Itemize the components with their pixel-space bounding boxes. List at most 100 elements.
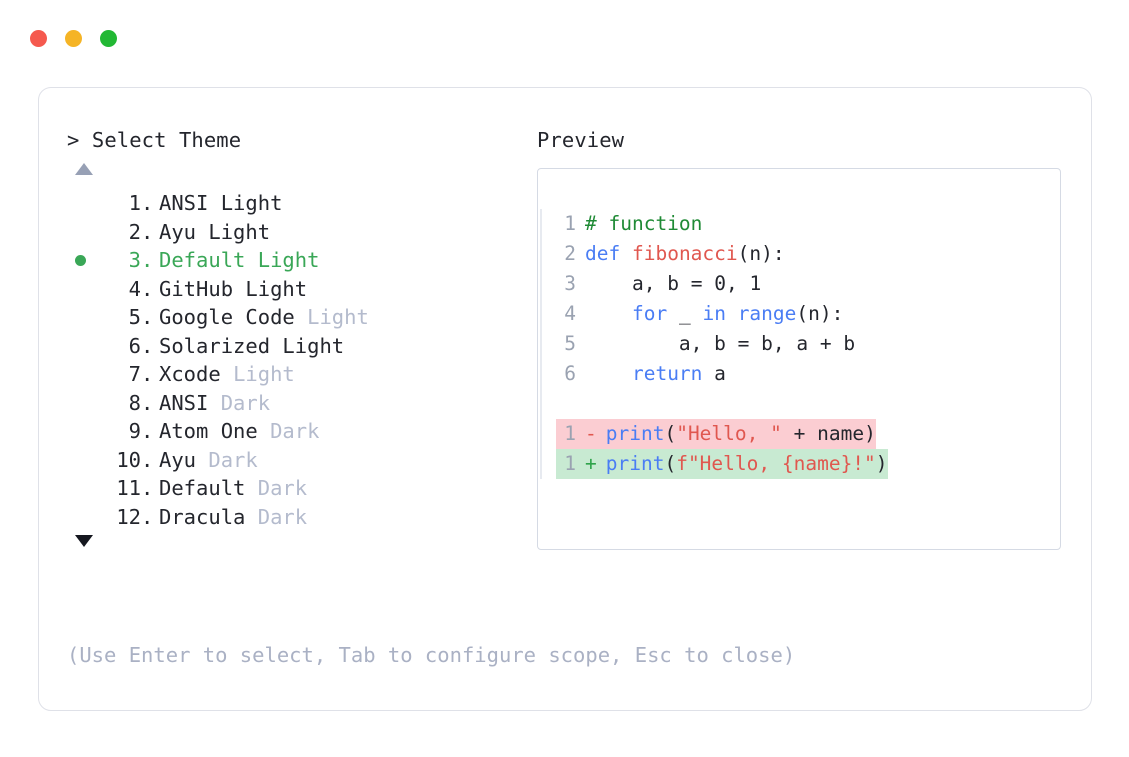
theme-list-item[interactable]: 9. Atom One Dark [67,417,537,446]
code-text [655,272,667,295]
scroll-up-arrow-icon[interactable] [75,163,93,175]
code-text: b [843,332,856,355]
selection-bullet-slot [67,254,99,266]
theme-list-item[interactable]: 8. ANSI Dark [67,389,537,418]
code-text [749,332,761,355]
theme-item-separator: . [141,276,166,301]
line-number: 1 [564,422,576,445]
close-window-button[interactable] [30,30,47,47]
code-line: 1# function [556,209,1060,239]
theme-item-name: ANSI [159,191,221,215]
code-text: 1 [749,272,762,295]
theme-list-item[interactable]: 5. Google Code Light [67,303,537,332]
code-text: ( [664,452,677,475]
line-number: 4 [564,302,576,325]
theme-item-variant: Light [257,248,320,272]
theme-list-item[interactable]: 1. ANSI Light [67,189,537,218]
code-text: _ [678,302,691,325]
theme-item-variant: Light [220,191,283,215]
code-text [805,422,817,445]
code-text: , [643,272,656,295]
code-text: n [749,242,762,265]
code-keyword: def [585,242,621,265]
theme-item-separator: . [141,504,166,529]
code-builtin: print [605,422,665,445]
code-text: a [714,362,726,385]
code-text [782,422,794,445]
code-function-name: fibonacci [631,242,738,265]
theme-item-name: Google Code [159,305,308,329]
minimize-window-button[interactable] [65,30,82,47]
code-text [702,362,714,385]
theme-item-index: 1 [128,191,141,215]
code-text [620,242,632,265]
code-text: + [793,422,806,445]
code-text [726,302,738,325]
theme-item-index: 6 [128,333,141,358]
preview-title: Preview [537,128,625,152]
code-line: 5 a, b = b, a + b [556,329,1060,359]
theme-item-separator: . [141,191,166,215]
theme-item-index: 5 [128,305,141,329]
code-text: , [772,332,785,355]
code-text [585,362,632,385]
theme-list-item[interactable]: 3. Default Light [67,246,537,275]
code-text [702,332,714,355]
theme-item-separator: . [141,305,166,329]
code-text [585,332,679,355]
code-text [585,272,632,295]
theme-item-index: 7 [128,362,141,386]
theme-list-item[interactable]: 6. Solarized Light [67,332,537,361]
code-text [702,272,714,295]
line-number: 2 [564,242,576,265]
diff-marker: - [585,422,597,445]
theme-item-name: Ayu [159,219,209,244]
theme-item-separator: . [141,447,166,472]
code-builtin: range [737,302,797,325]
theme-item-variant: Light [208,219,271,244]
line-number: 5 [564,332,576,355]
code-text: ( [664,422,677,445]
code-keyword: for [631,302,668,325]
maximize-window-button[interactable] [100,30,117,47]
selected-bullet-icon [75,254,86,266]
code-keyword: return [631,362,703,385]
code-text: a [631,272,644,295]
theme-item-separator: . [141,219,166,244]
window-traffic-lights [30,30,117,47]
theme-list-item[interactable]: 10. Ayu Dark [67,446,537,475]
code-text: n [808,302,820,325]
code-text [585,302,632,325]
theme-item-separator: . [141,333,166,358]
theme-item-index: 2 [128,219,141,244]
code-text: ) [819,302,832,325]
theme-item-index: 10 [116,447,141,472]
theme-list-item[interactable]: 7. Xcode Light [67,360,537,389]
theme-item-name: Xcode [159,362,234,386]
code-comment: # function [585,212,703,235]
theme-item-separator: . [141,390,166,415]
theme-list-item[interactable]: 11. Default Dark [67,474,537,503]
theme-list-item[interactable]: 12. Dracula Dark [67,503,537,532]
code-text: b [761,332,773,355]
theme-item-index: 8 [128,390,141,415]
code-text: b [667,272,679,295]
diff-line-addition: 1+print(f"Hello, {name}!") [556,449,888,479]
code-text: = [690,272,703,295]
theme-item-variant: Dark [257,504,308,529]
code-text: , [690,332,703,355]
theme-list-item[interactable]: 2. Ayu Light [67,218,537,247]
code-text [738,272,750,295]
theme-list-item[interactable]: 4. GitHub Light [67,275,537,304]
code-text: 0 [714,272,726,295]
code-text [726,332,738,355]
code-text: ( [796,302,809,325]
code-text: a [678,332,691,355]
code-text: : [772,242,785,265]
theme-item-separator: . [141,248,166,272]
scroll-down-arrow-icon[interactable] [75,535,93,547]
